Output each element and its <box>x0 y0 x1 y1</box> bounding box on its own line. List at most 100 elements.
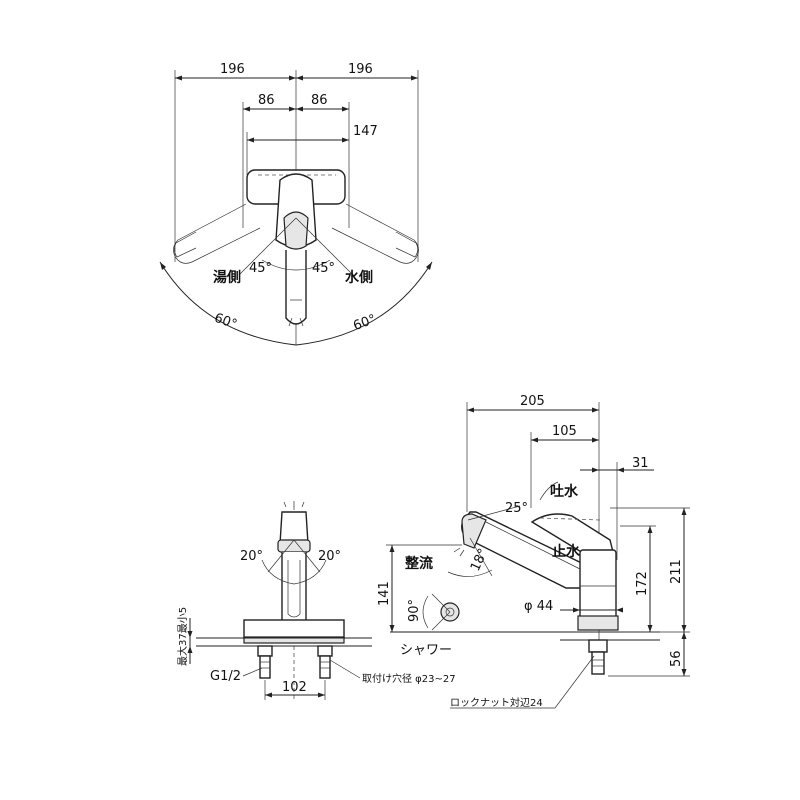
arrow <box>467 407 474 413</box>
dim-105: 105 <box>552 424 577 439</box>
front-spray <box>283 501 305 508</box>
label-cold-side: 水側 <box>345 269 373 286</box>
arrow <box>592 467 599 473</box>
arrow <box>187 631 193 638</box>
side-leg-shank <box>591 651 605 675</box>
angle-60-left: 60° <box>212 311 239 333</box>
arrow <box>411 75 418 81</box>
lever-hidden <box>539 517 601 521</box>
lever-grip <box>283 211 309 250</box>
dim-196-right: 196 <box>348 62 373 77</box>
leader-g12 <box>242 667 263 677</box>
label-stop: 止水 <box>552 543 581 560</box>
ray-90-b <box>431 611 451 631</box>
spout-spray <box>288 317 304 327</box>
arrow <box>296 75 303 81</box>
front-column <box>281 552 307 626</box>
front-lever-head <box>279 511 309 545</box>
angle-45-right: 45° <box>312 261 335 276</box>
arc-18 <box>447 569 493 577</box>
thread-g12: G1/2 <box>210 669 241 684</box>
arrow <box>647 526 653 533</box>
arc-45-right <box>295 259 331 271</box>
arrow <box>681 625 687 632</box>
handle-right-rotated <box>331 203 419 264</box>
label-shower: シャワー <box>400 643 452 658</box>
ray-25 <box>467 505 521 521</box>
lever-arc <box>539 481 559 501</box>
label-hot-side: 湯側 <box>213 269 241 286</box>
front-base-plate <box>243 636 345 644</box>
ray-90-a <box>431 593 451 613</box>
dim-86-left: 86 <box>258 93 275 108</box>
arrow <box>681 669 687 676</box>
arrow <box>573 607 580 613</box>
side-spray <box>453 547 465 557</box>
dim-172: 172 <box>635 571 650 596</box>
front-leg-right <box>317 645 333 679</box>
arrow <box>616 607 623 613</box>
handle-left-rotated <box>173 203 261 264</box>
arc-45-left <box>261 259 297 271</box>
arrow <box>592 437 599 443</box>
arrow <box>342 106 349 112</box>
dia-44: φ 44 <box>524 599 553 614</box>
dim-31: 31 <box>632 456 649 471</box>
arrow <box>617 467 624 473</box>
angle-60-right: 60° <box>351 312 378 334</box>
front-view: 20° 20° 102 G1/2 取 <box>176 501 456 700</box>
arrow <box>247 137 254 143</box>
dim-205: 205 <box>520 394 545 409</box>
max-min-thickness: 最大37最小5 <box>176 607 189 666</box>
top-spout <box>285 250 307 325</box>
dim-211: 211 <box>669 559 684 584</box>
angle-90: 90° <box>407 599 422 622</box>
side-leg-nut <box>588 639 608 653</box>
side-body <box>579 549 617 627</box>
dim-56: 56 <box>669 650 684 667</box>
angle-ray-right <box>295 217 353 275</box>
arrow <box>426 262 432 270</box>
angle-25: 25° <box>505 501 528 516</box>
dim-86-right: 86 <box>311 93 328 108</box>
arrow <box>647 625 653 632</box>
ray-20-right <box>293 539 321 573</box>
leader-mount <box>329 659 361 679</box>
spout-line <box>485 521 595 577</box>
arrow <box>289 75 296 81</box>
top-view: 196 196 86 86 147 <box>159 62 433 346</box>
angle-20-left: 20° <box>240 549 263 564</box>
arrow <box>681 508 687 515</box>
shower-face-inner <box>445 607 455 617</box>
arc-60 <box>159 261 433 346</box>
arrow <box>318 692 325 698</box>
dim-141: 141 <box>377 581 392 606</box>
ray-20-left <box>267 539 295 573</box>
arrow <box>243 106 250 112</box>
arrow <box>160 262 166 270</box>
arc-90 <box>422 595 429 629</box>
ray-18 <box>469 537 493 577</box>
dim-102: 102 <box>282 680 307 695</box>
arrow <box>681 632 687 639</box>
front-column-inner <box>287 560 301 618</box>
front-base <box>243 619 345 639</box>
angle-ray-left <box>239 217 297 275</box>
arrow <box>265 692 272 698</box>
arc-20 <box>261 559 327 585</box>
angle-20-right: 20° <box>318 549 341 564</box>
shower-head <box>461 513 487 549</box>
label-spout: 吐水 <box>550 483 579 500</box>
arrow <box>342 137 349 143</box>
arrow <box>389 545 395 552</box>
front-lever-grip <box>277 539 311 553</box>
lock-nut: ロックナット対辺24 <box>450 696 543 709</box>
label-aerated: 整流 <box>404 555 433 572</box>
arrow <box>389 625 395 632</box>
front-leg-left <box>257 645 273 679</box>
arrow <box>592 407 599 413</box>
leader-locknut <box>554 655 595 709</box>
dim-196-left: 196 <box>220 62 245 77</box>
